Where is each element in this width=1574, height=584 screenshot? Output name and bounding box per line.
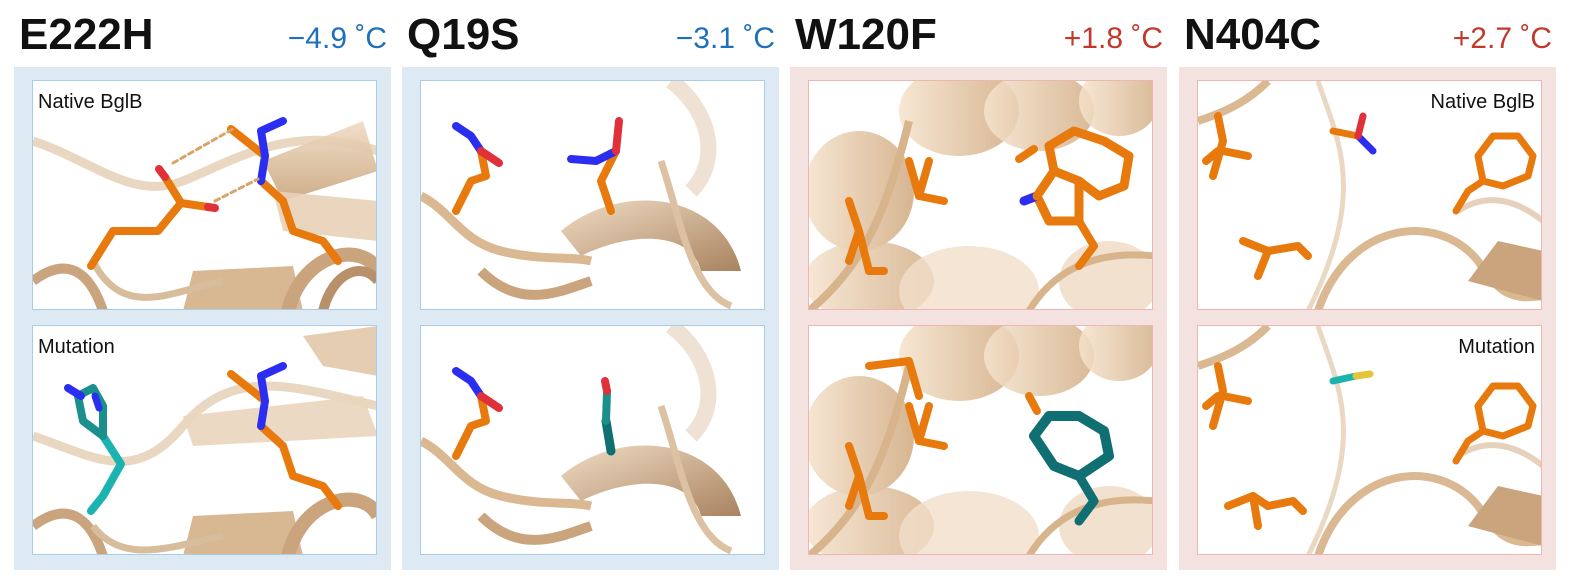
column-n404c: N404C +2.7 ˚C Native BglB	[1179, 0, 1556, 584]
protein-structure-render	[809, 81, 1152, 309]
mutation-title: W120F	[795, 10, 937, 59]
melting-temp-change: +1.8 ˚C	[1063, 22, 1163, 55]
mutation-structure-panel	[420, 325, 765, 555]
native-structure-panel	[808, 80, 1153, 310]
panel-label-mutation: Mutation	[38, 336, 115, 358]
panel-label-native: Native BglB	[38, 91, 143, 113]
native-structure-panel: Native BglB	[1197, 80, 1542, 310]
mutation-title: E222H	[19, 10, 154, 59]
mutation-structure-panel: Mutation	[1197, 325, 1542, 555]
panel-label-native: Native BglB	[1430, 91, 1536, 113]
protein-structure-render	[33, 117, 376, 309]
column-q19s: Q19S −3.1 ˚C	[402, 0, 779, 584]
column-e222h: E222H −4.9 ˚C Native BglB	[14, 0, 391, 584]
protein-structure-render	[33, 326, 376, 554]
protein-structure-render	[1198, 326, 1541, 554]
protein-structure-render	[421, 326, 741, 554]
panel-label-mutation: Mutation	[1458, 336, 1535, 358]
protein-structure-render	[421, 81, 741, 309]
native-structure-panel: Native BglB	[32, 80, 377, 310]
mutation-structure-panel	[808, 325, 1153, 555]
mutation-title: Q19S	[407, 10, 520, 59]
native-structure-panel	[420, 80, 765, 310]
protein-structure-render	[809, 326, 1152, 554]
melting-temp-change: −4.9 ˚C	[287, 22, 387, 55]
melting-temp-change: −3.1 ˚C	[675, 22, 775, 55]
protein-structure-render	[1198, 81, 1541, 309]
melting-temp-change: +2.7 ˚C	[1452, 22, 1552, 55]
mutation-structure-panel: Mutation	[32, 325, 377, 555]
column-w120f: W120F +1.8 ˚C	[790, 0, 1167, 584]
mutation-title: N404C	[1184, 10, 1321, 59]
